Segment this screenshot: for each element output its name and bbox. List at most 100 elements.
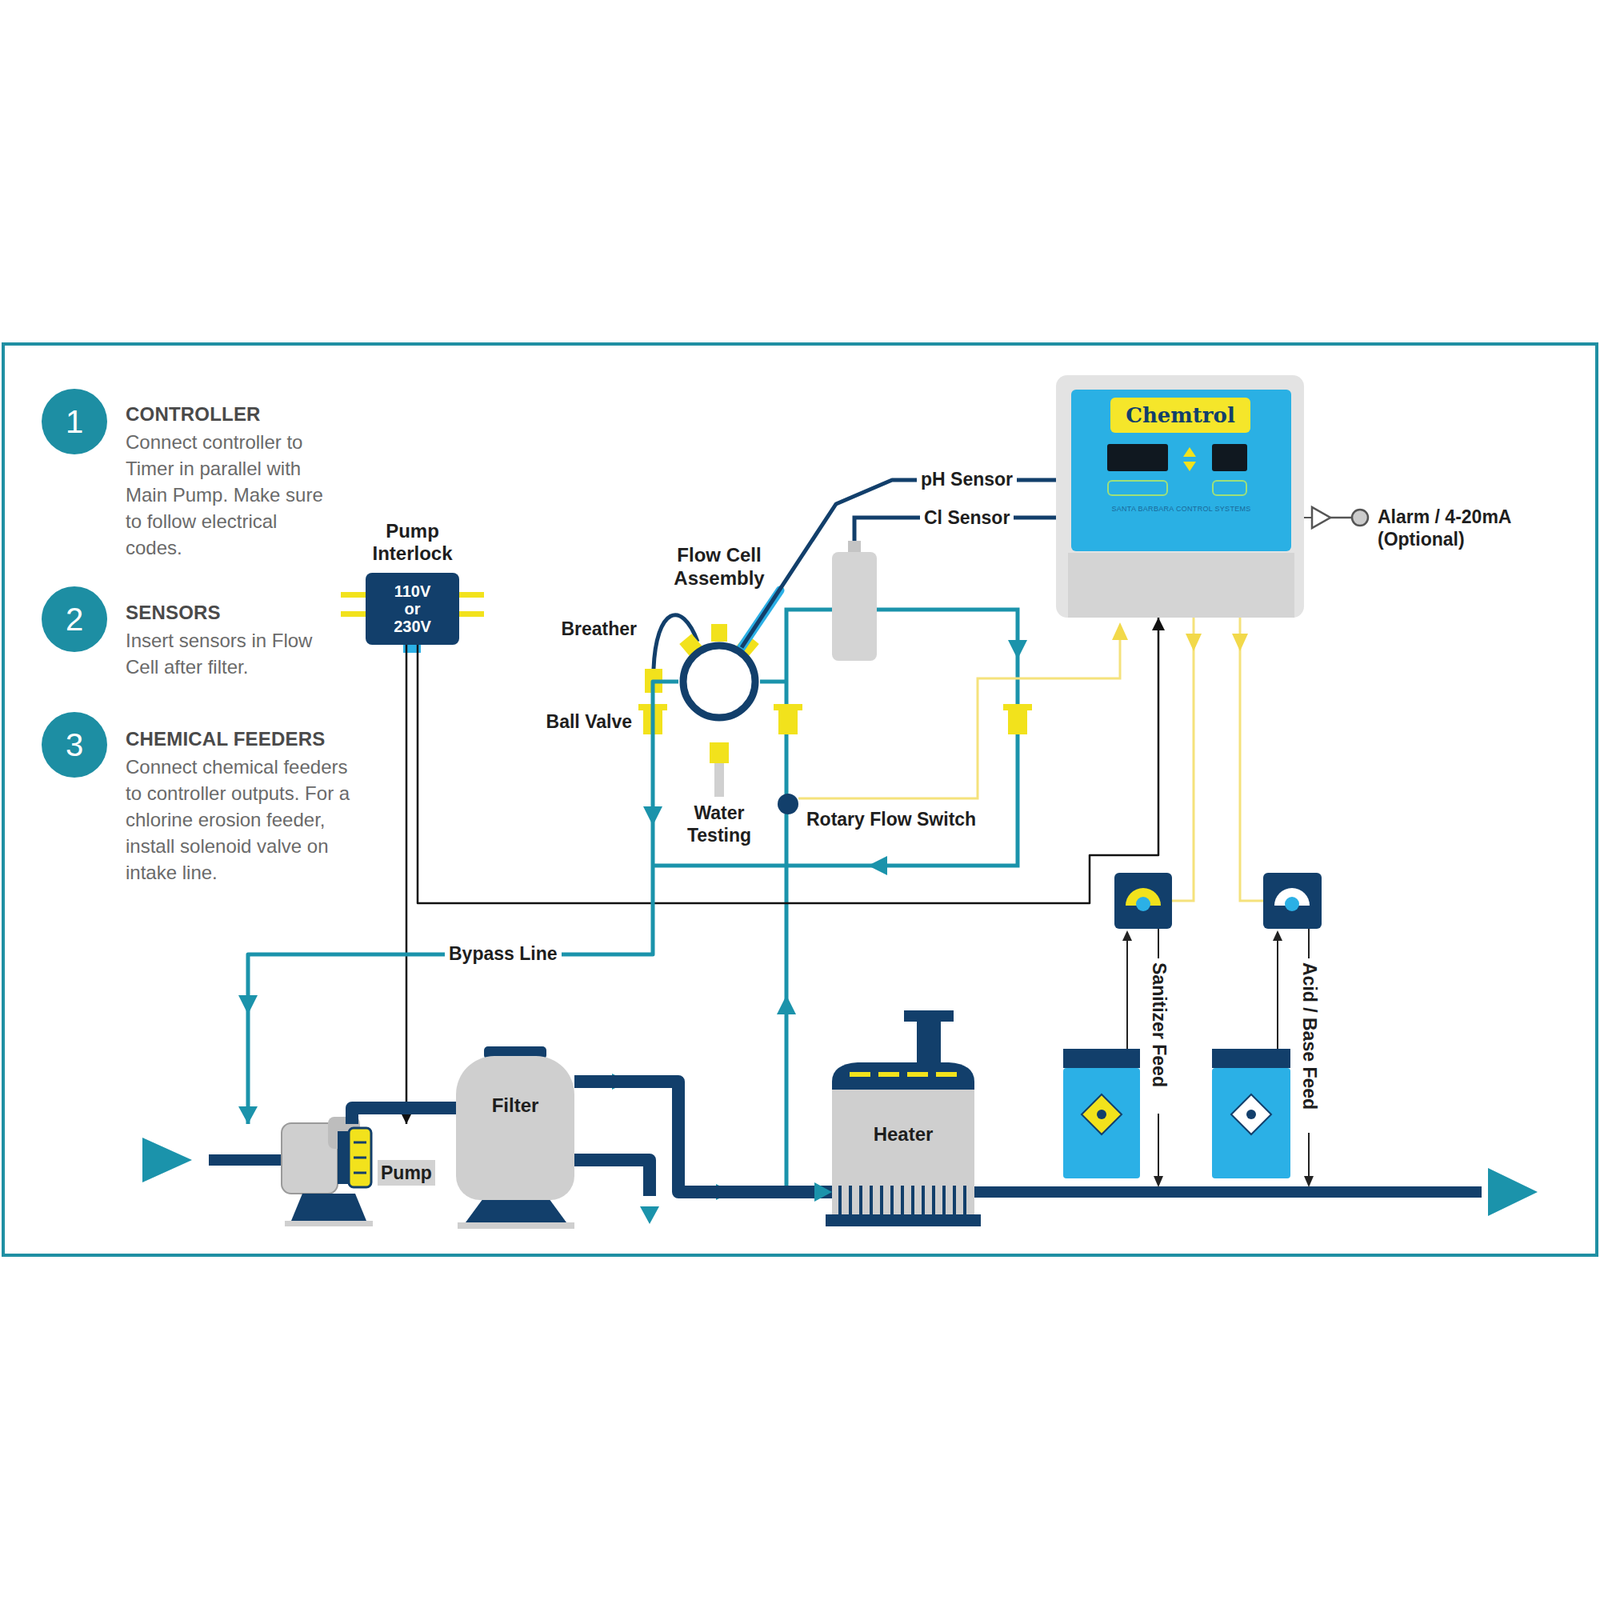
cl-sensor-part xyxy=(832,552,877,661)
frame xyxy=(3,344,1597,1256)
feed-pumps-part xyxy=(1136,896,1151,912)
heater-parts-part xyxy=(849,1072,871,1077)
ball-valves-part xyxy=(1008,708,1028,735)
interlock-pins-part xyxy=(459,611,484,617)
feed-lines-part xyxy=(1157,928,1160,959)
chemical-tanks-part xyxy=(1081,1094,1122,1135)
chemical-tanks-part xyxy=(1063,1048,1140,1068)
feed-lines xyxy=(1122,928,1314,1188)
controller-outputs-part xyxy=(1185,633,1202,652)
heater-parts-part xyxy=(878,1072,900,1077)
feed-lines-part xyxy=(1126,937,1128,1049)
callout-number: 1 xyxy=(41,388,108,455)
flow-arrows-part xyxy=(776,995,796,1015)
pump-symbol-part xyxy=(348,1128,372,1188)
plumbing-loop-part xyxy=(760,680,787,684)
edge-label: pH Sensor xyxy=(916,468,1017,491)
chemical-tanks-part xyxy=(1212,1048,1291,1068)
feed-lines-part xyxy=(1153,1176,1164,1188)
connector xyxy=(741,480,1056,648)
controller-arrow-up xyxy=(1183,447,1196,457)
section-text: Connect controller to Timer in parallel … xyxy=(125,428,330,561)
controller-display xyxy=(1107,444,1168,472)
sensor-label: Cl Sensor xyxy=(920,506,1014,529)
node-text: 3 xyxy=(65,727,84,764)
flow-cell-ring xyxy=(683,645,756,718)
flow-arrows-part xyxy=(1488,1168,1538,1216)
controller-button xyxy=(1212,480,1248,496)
flow-cell-fittings-part xyxy=(711,624,728,642)
heater-parts-part xyxy=(916,1020,941,1065)
pump-symbol-part xyxy=(291,1193,367,1221)
flow-arrows-part xyxy=(868,856,888,876)
flow-cell-outline xyxy=(678,640,760,723)
node-text: 2 xyxy=(65,601,84,638)
chemical-tanks-part xyxy=(1231,1094,1272,1135)
controller-arrow-down xyxy=(1183,461,1196,472)
filter-parts-part xyxy=(457,1222,575,1229)
ball-valves-part xyxy=(773,704,803,711)
chemical-tanks-part xyxy=(1246,1109,1256,1120)
callout-number: 3 xyxy=(41,712,108,778)
section-heading: SENSORS xyxy=(125,601,221,624)
feed-lines-part xyxy=(1157,1113,1160,1180)
node-text: Flow Cell Assembly xyxy=(659,543,780,590)
part-label: Breather xyxy=(560,617,637,640)
feed-lines-part xyxy=(1304,1176,1314,1188)
feed-pumps-part xyxy=(1284,896,1300,912)
feed-label: Sanitizer Feed xyxy=(1148,962,1171,1088)
controller-base xyxy=(1068,552,1295,618)
callout-number: 2 xyxy=(41,586,108,652)
pump-symbol-part xyxy=(284,1220,373,1227)
part-label: Rotary Flow Switch xyxy=(806,808,976,831)
section-text: Connect chemical feeders to controller o… xyxy=(125,753,360,886)
feed-lines-part xyxy=(1276,937,1279,1049)
flow-cell-fittings-part xyxy=(714,763,724,797)
chemical-tanks-part xyxy=(1212,1068,1291,1179)
flow-arrows-part xyxy=(1008,640,1028,660)
chemical-tanks-part xyxy=(1063,1068,1140,1179)
interlock-box: Pump Interlock110V or 230V xyxy=(365,572,460,645)
flow-arrows-part xyxy=(142,1137,192,1183)
controller-outputs-part xyxy=(1232,633,1248,652)
heater-parts-part xyxy=(825,1214,981,1227)
chemical-tanks xyxy=(1063,1048,1291,1179)
node-text: 1 xyxy=(65,404,84,440)
interlock-pins-part xyxy=(459,592,484,598)
heater-parts-part xyxy=(904,1010,954,1022)
flow-arrows xyxy=(142,640,1538,1224)
pump-symbol-part xyxy=(353,1172,367,1175)
feed-label: Acid / Base Feed xyxy=(1298,962,1321,1110)
connector xyxy=(417,617,1159,904)
pump-symbol-part xyxy=(353,1156,367,1160)
feed-lines-part xyxy=(1308,928,1310,959)
interlock-pins-part xyxy=(340,592,366,598)
pump: Pump xyxy=(240,1124,439,1225)
pipes-part xyxy=(208,1154,290,1166)
feed-lines-part xyxy=(1308,1132,1310,1180)
pump-symbol-part xyxy=(353,1141,367,1144)
node-text: SANTA BARBARA CONTROL SYSTEMS xyxy=(1071,504,1292,513)
part-label: Water Testing xyxy=(663,801,776,847)
controller-display xyxy=(1212,444,1248,472)
rotary-flow-switch-part xyxy=(1112,622,1128,640)
alarm-symbol-part xyxy=(1352,509,1368,526)
section-heading: CONTROLLER xyxy=(125,403,261,426)
feed-lines-part xyxy=(1272,930,1283,941)
alarm-symbol xyxy=(1304,507,1368,528)
frame-part xyxy=(3,344,1597,1256)
ball-valves-part xyxy=(1003,704,1032,711)
alarm-label: Alarm / 4-20mA (Optional) xyxy=(1377,505,1550,551)
feed-lines-part xyxy=(1122,930,1132,941)
section-text: Insert sensors in Flow Cell after filter… xyxy=(125,627,330,680)
ball-valves-part xyxy=(778,708,798,735)
node-text: Pump Interlock xyxy=(348,520,477,565)
controller-outputs-part xyxy=(1240,617,1264,901)
heater-parts-part xyxy=(832,1062,975,1092)
alarm-symbol-part xyxy=(1304,516,1312,519)
alarm-symbol-part xyxy=(1330,516,1352,520)
heater-parts xyxy=(825,1010,981,1227)
node-text: Filter xyxy=(492,1094,540,1117)
controller-button xyxy=(1107,480,1168,496)
feed-pumps-part xyxy=(1114,872,1172,929)
